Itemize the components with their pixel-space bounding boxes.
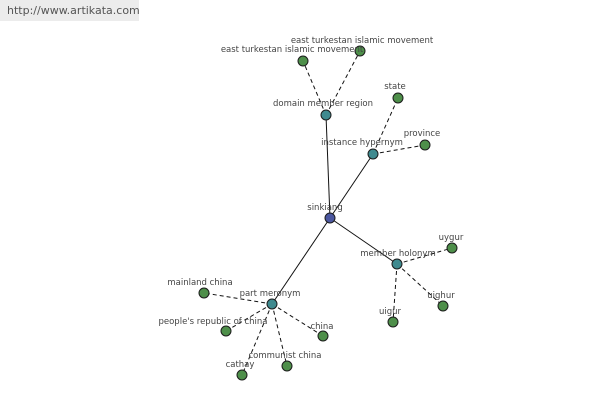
label-east-turkestan-islamic-movement-2: east turkestan islamic movement: [221, 45, 364, 55]
label-east-turkestan-islamic-movement-1: east turkestan islamic movement: [291, 36, 434, 46]
edge-domain-member-region-east-turkestan-islamic-movement-2: [302, 60, 327, 116]
label-uighur: uighur: [427, 291, 455, 301]
edge-sinkiang-instance-hypernym: [329, 153, 374, 219]
graph-nodes: [198, 45, 458, 381]
label-province: province: [404, 129, 441, 139]
node-peoples-republic-of-china[interactable]: [220, 325, 232, 337]
edge-part-meronym-peoples-republic-of-china: [225, 303, 273, 332]
graph-labels: sinkiang domain member region instance hyp…: [158, 36, 463, 370]
edge-member-holonym-uighur: [396, 263, 444, 307]
node-uygur[interactable]: [446, 242, 458, 254]
edge-member-holonym-uygur: [396, 247, 453, 265]
node-uigur[interactable]: [387, 316, 399, 328]
label-uigur: uigur: [379, 307, 402, 317]
label-communist-china: communist china: [248, 351, 321, 361]
edge-part-meronym-cathay: [241, 303, 273, 376]
label-peoples-republic-of-china: people's republic of china: [158, 317, 267, 327]
label-state: state: [384, 82, 406, 92]
edge-sinkiang-domain-member-region: [325, 114, 331, 219]
edge-part-meronym-mainland-china: [203, 292, 273, 305]
node-communist-china[interactable]: [281, 360, 293, 372]
node-instance-hypernym[interactable]: [367, 148, 379, 160]
node-uighur[interactable]: [437, 300, 449, 312]
edge-sinkiang-part-meronym: [271, 217, 331, 305]
node-east-turkestan-islamic-movement-1[interactable]: [354, 45, 366, 57]
node-china[interactable]: [317, 330, 329, 342]
node-state[interactable]: [392, 92, 404, 104]
edge-member-holonym-uigur: [392, 263, 398, 323]
label-instance-hypernym: instance hypernym: [321, 138, 403, 148]
label-uygur: uygur: [439, 233, 464, 243]
edge-instance-hypernym-state: [372, 97, 399, 155]
edge-part-meronym-communist-china: [271, 303, 288, 367]
watermark-link[interactable]: http://www.artikata.com: [0, 0, 140, 21]
edge-domain-member-region-east-turkestan-islamic-movement-1: [325, 50, 361, 116]
node-part-meronym[interactable]: [266, 298, 278, 310]
label-cathay: cathay: [226, 360, 255, 370]
label-sinkiang: sinkiang: [307, 203, 342, 213]
node-sinkiang[interactable]: [324, 212, 336, 224]
label-part-meronym: part meronym: [240, 289, 301, 299]
label-china: china: [310, 322, 333, 332]
node-cathay[interactable]: [236, 369, 248, 381]
label-domain-member-region: domain member region: [273, 99, 373, 109]
label-member-holonym: member holonym: [360, 249, 435, 259]
edge-part-meronym-china: [271, 303, 324, 337]
edge-instance-hypernym-province: [372, 144, 426, 155]
node-domain-member-region[interactable]: [320, 109, 332, 121]
node-member-holonym[interactable]: [391, 258, 403, 270]
edge-sinkiang-member-holonym: [329, 217, 398, 265]
node-province[interactable]: [419, 139, 431, 151]
node-east-turkestan-islamic-movement-2[interactable]: [297, 55, 309, 67]
label-mainland-china: mainland china: [167, 278, 232, 288]
graph-edges: [203, 50, 453, 376]
node-mainland-china[interactable]: [198, 287, 210, 299]
